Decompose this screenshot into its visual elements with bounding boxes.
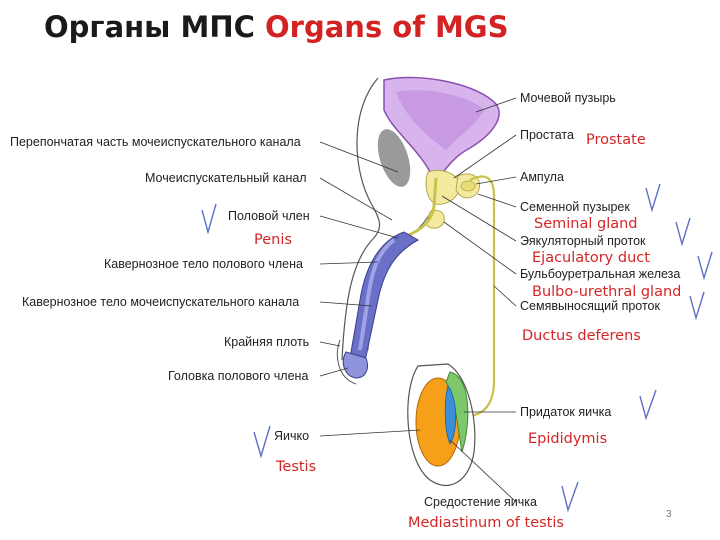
label-prostate-en: Prostate xyxy=(586,132,646,148)
label-epididymis-en: Epididymis xyxy=(528,431,607,447)
page-number: 3 xyxy=(666,509,672,520)
check-marks xyxy=(201,183,713,513)
labels-left: Перепончатая часть мочеиспускательного к… xyxy=(10,135,316,475)
label-ampulla: Ампула xyxy=(520,170,564,184)
label-ejaculatory-duct-en: Ejaculatory duct xyxy=(532,250,650,266)
check-mark-ejaculatory-duct xyxy=(675,217,691,247)
check-mark-testis xyxy=(253,425,271,459)
label-mediastinum: Средостение яичка xyxy=(424,495,537,509)
title-english: Organs of MGS xyxy=(265,10,509,44)
check-mark-epididymis xyxy=(639,389,657,421)
leader-lines xyxy=(319,97,517,503)
label-glans: Головка полового члена xyxy=(168,369,308,383)
labels-right: Мочевой пузырь Простата Prostate Ампула … xyxy=(408,91,681,531)
foreskin xyxy=(336,339,357,385)
label-urethra: Мочеиспускательный канал xyxy=(145,171,307,185)
bladder-inner xyxy=(396,90,484,150)
ampulla xyxy=(460,180,476,192)
label-foreskin: Крайняя плоть xyxy=(224,335,309,349)
label-corpus-cavernosum-penis: Кавернозное тело полового члена xyxy=(104,257,303,271)
check-mark-seminal-gland xyxy=(645,183,661,213)
label-ejaculatory-duct: Эякуляторный проток xyxy=(520,234,646,248)
check-mark-penis xyxy=(201,203,217,235)
label-corpus-cavernosum-urethrae: Кавернозное тело мочеиспускательного кан… xyxy=(22,295,299,309)
glans xyxy=(342,351,369,379)
title-russian: Органы МПС xyxy=(44,10,255,44)
label-bladder: Мочевой пузырь xyxy=(520,91,616,105)
label-prostate: Простата xyxy=(520,128,574,142)
label-testis-en: Testis xyxy=(275,459,316,475)
slide-title: Органы МПС Organs of MGS xyxy=(44,10,509,44)
pubic-bone xyxy=(377,129,411,187)
check-mark-ductus-deferens xyxy=(689,291,705,321)
anatomy-illustration xyxy=(336,76,500,486)
check-mark-mediastinum xyxy=(561,481,579,513)
label-seminal-vesicle: Семенной пузырек xyxy=(520,200,630,214)
corpus-spongiosum xyxy=(358,238,396,351)
mediastinum-shape xyxy=(444,385,457,445)
label-testis: Яичко xyxy=(274,429,309,443)
prostate xyxy=(425,170,461,205)
check-mark-bulbo-urethral xyxy=(697,251,713,281)
label-bulbourethral-gland: Бульбоуретральная железа xyxy=(520,267,680,281)
body-outline xyxy=(341,77,381,361)
label-penis-en: Penis xyxy=(254,232,292,248)
ductus-deferens xyxy=(469,175,496,418)
label-penis: Половой член xyxy=(228,209,310,223)
label-epididymis: Придаток яичка xyxy=(520,405,611,419)
label-membranous-urethra: Перепончатая часть мочеиспускательного к… xyxy=(10,135,301,149)
label-bulbourethral-gland-en: Bulbo-urethral gland xyxy=(532,284,681,300)
label-seminal-vesicle-en: Seminal gland xyxy=(534,216,638,232)
label-mediastinum-en: Mediastinum of testis xyxy=(408,515,564,531)
label-vas-deferens: Семявыносящий проток xyxy=(520,299,660,313)
label-vas-deferens-en: Ductus deferens xyxy=(522,328,641,344)
